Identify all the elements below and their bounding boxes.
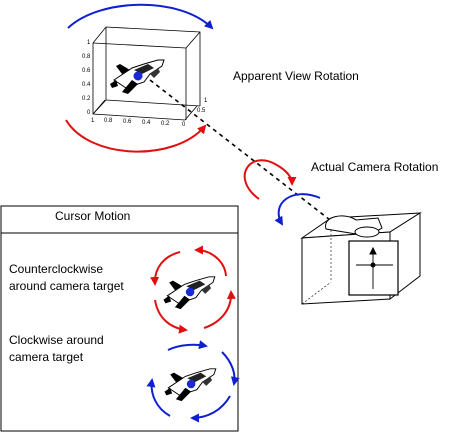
apparent-view-rotation-label: Apparent View Rotation [233, 69, 359, 83]
clockwise-label: Clockwise around camera target [9, 332, 104, 366]
z-tick: 0 [87, 110, 91, 116]
z-tick: 0.6 [82, 68, 91, 74]
z-tick: 1 [87, 40, 91, 46]
actual-camera-rotation-label: Actual Camera Rotation [311, 160, 439, 174]
camera-rotation-red-arrow [243, 159, 297, 200]
x-tick: 0 [182, 122, 186, 128]
y-tick: 0.5 [197, 108, 206, 114]
space-shuttle-icon [109, 59, 165, 95]
counterclockwise-arrows [150, 245, 236, 334]
apparent-rotation-blue-arrow [67, 3, 214, 30]
camera-icon [300, 212, 422, 305]
x-tick: 0.8 [104, 118, 113, 124]
cursor-motion-panel [0, 205, 239, 432]
counterclockwise-label-line1: Counterclockwise [9, 262, 104, 276]
line-of-sight [149, 79, 349, 235]
clockwise-label-line1: Clockwise around [9, 333, 104, 347]
z-tick: 0.4 [82, 82, 91, 88]
z-tick: 0.8 [82, 54, 91, 60]
x-tick: 1 [91, 118, 95, 124]
clockwise-label-line2: camera target [9, 350, 84, 364]
x-tick: 0.2 [161, 121, 170, 127]
counterclockwise-label-line2: around camera target [9, 279, 124, 293]
apparent-rotation-red-arrow [65, 119, 207, 153]
counterclockwise-label: Counterclockwise around camera target [9, 261, 124, 295]
clockwise-arrows [146, 340, 240, 423]
apparent-view-plot [92, 26, 201, 121]
x-tick: 0.6 [123, 119, 132, 125]
y-tick: 1 [204, 98, 208, 104]
camera-rotation-blue-arrow [274, 193, 321, 226]
x-tick: 0.4 [142, 120, 151, 126]
cursor-motion-title: Cursor Motion [55, 209, 131, 223]
z-tick: 0.2 [82, 96, 91, 102]
